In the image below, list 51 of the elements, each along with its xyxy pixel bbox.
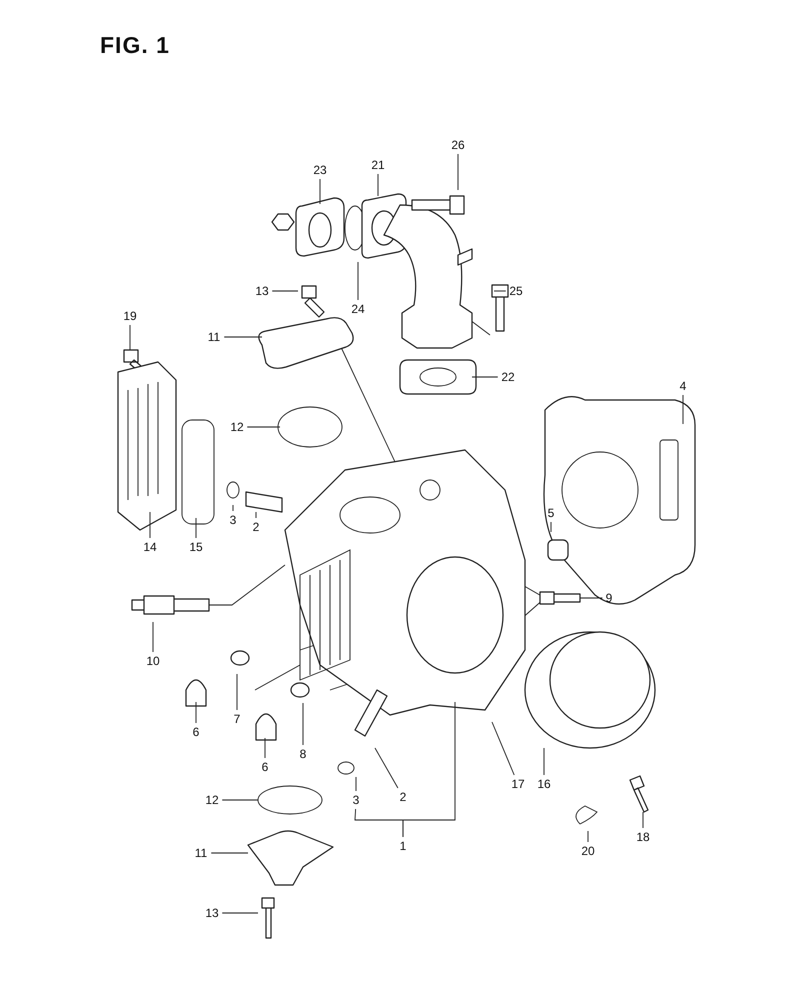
figure-title: FIG. 1: [100, 32, 170, 59]
leader-line: [222, 912, 258, 914]
callout-number: 22: [501, 370, 515, 384]
leader-line: [272, 290, 298, 292]
leader-line: [492, 722, 515, 776]
callout-number: 25: [509, 284, 523, 298]
callout-number: 11: [208, 330, 220, 344]
leader-line: [264, 738, 266, 758]
callout-number: 19: [123, 309, 137, 323]
callout-number: 13: [255, 284, 269, 298]
leader-line: [246, 426, 280, 428]
callout-number: 18: [636, 830, 650, 844]
callout-number: 2: [400, 790, 406, 804]
leader-line: [152, 622, 154, 652]
leader-line: [374, 748, 398, 788]
leader-line: [302, 702, 304, 746]
leader-line: [642, 812, 644, 828]
callout-number: 2: [252, 520, 260, 534]
callout-number: 14: [143, 540, 157, 554]
leader-line: [494, 290, 506, 292]
callout-number: 23: [313, 163, 327, 177]
callout-number: 10: [146, 654, 160, 668]
callout-number: 16: [537, 777, 551, 791]
callout-number: 5: [548, 506, 554, 520]
leader-line: [402, 702, 456, 838]
callout-number: 24: [351, 302, 365, 316]
leader-line: [682, 394, 684, 424]
callout-number: 12: [230, 420, 244, 434]
leader-line: [232, 504, 234, 512]
callout-number: 1: [400, 839, 406, 853]
callout-number: 12: [205, 793, 219, 807]
callout-number: 11: [194, 846, 208, 860]
callout-number: 4: [680, 379, 686, 393]
callout-number: 7: [234, 712, 240, 726]
callout-number: 17: [511, 777, 525, 791]
leader-line: [224, 336, 262, 338]
callout-number: 21: [371, 158, 385, 172]
callout-number: 6: [192, 725, 200, 739]
leader-line: [236, 674, 238, 710]
callout-number: 8: [300, 747, 306, 761]
callout-number: 26: [451, 138, 465, 152]
leader-line: [210, 852, 248, 854]
callout-number: 9: [606, 591, 612, 605]
callout-number: 13: [205, 906, 219, 920]
callout-number: 3: [230, 513, 236, 527]
callout-number: 15: [189, 540, 203, 554]
leader-line: [550, 522, 552, 532]
callout-number: 20: [581, 844, 595, 858]
callout-number: 6: [262, 760, 268, 774]
callout-number: 3: [352, 793, 360, 807]
leader-line: [472, 376, 498, 378]
